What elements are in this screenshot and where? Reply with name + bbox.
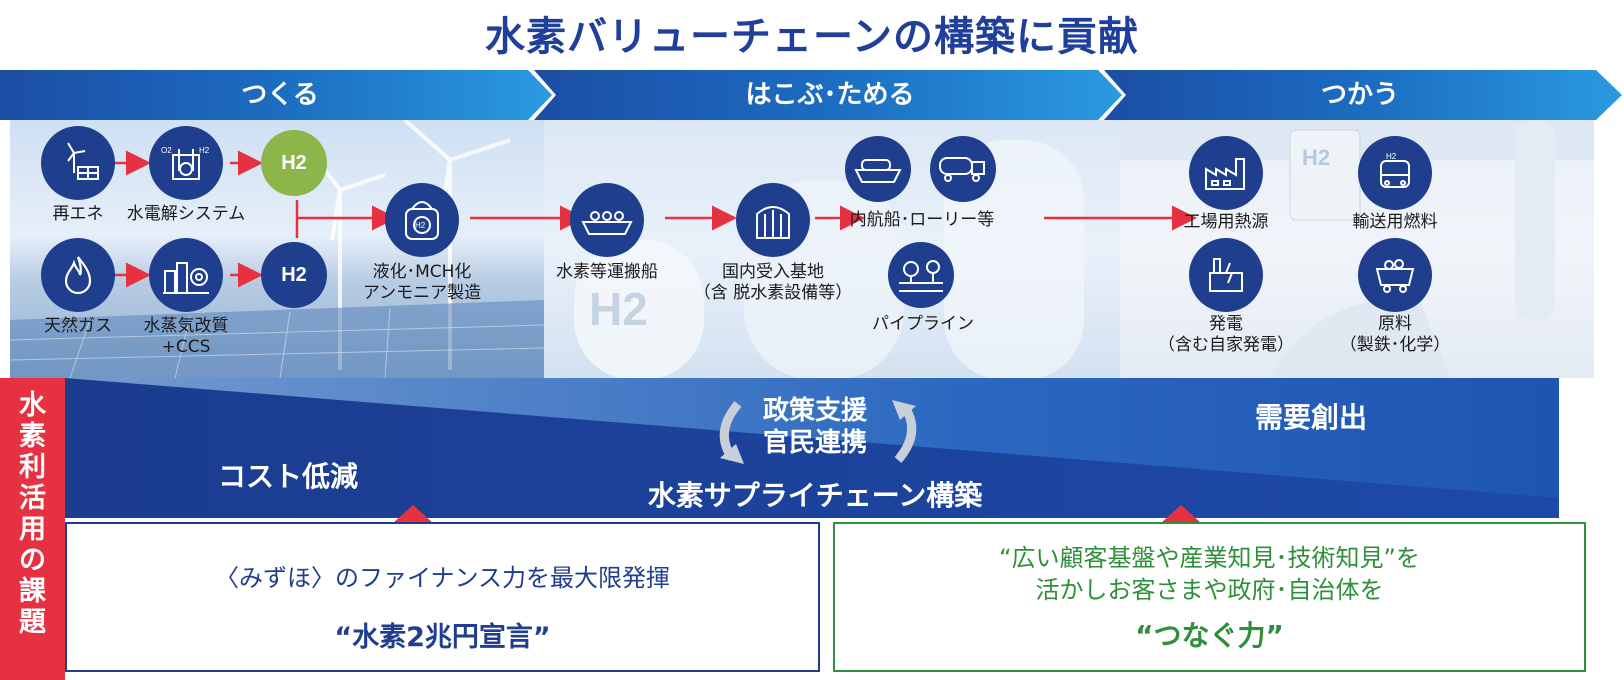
sidebar-char: 水 xyxy=(19,390,46,421)
renewable-label: 再エネ xyxy=(52,204,104,224)
finance-line2: “水素2兆円宣言” xyxy=(334,622,551,653)
supply-chain-text: 水素サプライチェーン構築 xyxy=(647,479,983,512)
sidebar-char: の xyxy=(19,545,46,576)
svg-text:H2: H2 xyxy=(1302,145,1330,170)
photo-storage-tanks: H2 xyxy=(544,120,1120,378)
svg-text:H2: H2 xyxy=(1386,152,1397,161)
ship-icon xyxy=(581,211,633,235)
factory-label: 工場用熱源 xyxy=(1183,212,1269,232)
ship-node xyxy=(570,183,644,257)
tank-icon: H2 xyxy=(405,201,439,240)
domestic-ship-node xyxy=(845,136,911,202)
electrolysis-icon: O2 H2 xyxy=(161,146,210,180)
svg-text:H2: H2 xyxy=(415,221,426,230)
steam-reforming-label: 水蒸気改質 +CCS xyxy=(106,316,266,358)
conversion-node: H2 xyxy=(385,183,459,257)
stage-label-transport: はこぶ･ためる xyxy=(745,80,915,110)
stage-arrow-make xyxy=(0,70,552,120)
electrolysis-label: 水電解システム xyxy=(126,204,246,224)
renewable-node xyxy=(41,126,115,200)
power-line1: 発電 xyxy=(1209,314,1243,334)
svg-text:O2: O2 xyxy=(161,146,172,155)
svg-text:H2: H2 xyxy=(199,146,210,155)
stage-arrow-bar xyxy=(0,70,1622,120)
stage-label-make: つくる xyxy=(241,80,319,110)
sidebar-char: 利 xyxy=(19,452,46,483)
natural-gas-label: 天然ガス xyxy=(44,316,112,336)
power-plant-icon xyxy=(1209,258,1243,292)
flow-connectors xyxy=(112,150,1197,288)
steam-reforming-node xyxy=(149,238,223,312)
connect-line3: “つなぐ力” xyxy=(1135,619,1284,652)
page-title: 水素バリューチェーンの構築に貢献 xyxy=(485,14,1139,60)
stage-arrow-transport xyxy=(534,70,1122,120)
factory-gear-icon xyxy=(163,262,209,294)
domestic-label: 内航船･ローリー等 xyxy=(849,210,995,230)
fuel-label: 輸送用燃料 xyxy=(1352,212,1438,232)
conversion-label: 液化･MCH化 アンモニア製造 xyxy=(340,262,504,304)
conversion-line2: アンモニア製造 xyxy=(362,283,482,303)
steam-reforming-line1: 水蒸気改質 xyxy=(143,316,229,336)
pipeline-icon xyxy=(899,260,943,292)
natural-gas-node xyxy=(41,238,115,312)
station-backdrop: H2 xyxy=(1120,120,1594,378)
mizuho-finance-box: 〈みずほ〉のファイナンス力を最大限発揮 “水素2兆円宣言” xyxy=(65,522,820,672)
power-node xyxy=(1189,238,1263,312)
h2-blue-text: H2 xyxy=(281,263,307,286)
conversion-line1: 液化･MCH化 xyxy=(372,262,472,282)
finance-line1: 〈みずほ〉のファイナンス力を最大限発揮 xyxy=(214,564,671,592)
pointer-right xyxy=(1161,505,1201,523)
pipeline-label: パイプライン xyxy=(872,314,974,334)
terminal-node xyxy=(736,183,810,257)
hydrogen-truck-icon xyxy=(939,157,985,182)
terminal-label: 国内受入基地 （含 脱水素設備等） xyxy=(668,262,878,304)
power-label: 発電 （含む自家発電） xyxy=(1148,314,1304,356)
connecting-power-box: “広い顧客基盤や産業知見･技術知見”を 活かしお客さまや政府･自治体を “つなぐ… xyxy=(833,522,1586,672)
steam-reforming-line2: +CCS xyxy=(161,337,211,357)
policy-line1: 政策支援 xyxy=(762,396,867,426)
cycle-arrows-icon xyxy=(719,400,917,464)
storage-tank-icon xyxy=(756,206,790,239)
ship-label: 水素等運搬船 xyxy=(556,262,658,282)
terminal-line1: 国内受入基地 xyxy=(722,262,824,282)
sidebar-char: 用 xyxy=(19,514,46,545)
factory-icon xyxy=(1205,158,1245,190)
material-line2: （製鉄･化学） xyxy=(1339,335,1451,355)
tanker-ship-icon xyxy=(854,159,902,183)
flame-icon xyxy=(64,256,92,295)
material-label: 原料 （製鉄･化学） xyxy=(1325,314,1465,356)
sidebar-challenges xyxy=(0,378,65,680)
factory-node xyxy=(1189,136,1263,210)
challenge-band xyxy=(65,378,1559,518)
connect-line1: “広い顧客基盤や産業知見･技術知見”を xyxy=(999,544,1420,572)
material-node xyxy=(1358,238,1432,312)
policy-line2: 官民連携 xyxy=(762,428,867,458)
mine-cart-icon xyxy=(1375,259,1415,293)
power-line2: （含む自家発電） xyxy=(1158,335,1294,355)
sidebar-char: 活 xyxy=(19,483,46,514)
material-line1: 原料 xyxy=(1378,314,1412,334)
pipeline-node xyxy=(888,242,954,308)
stage-label-use: つかう xyxy=(1320,80,1399,110)
sidebar-char: 課 xyxy=(19,576,46,607)
stage-arrow-use xyxy=(1104,70,1622,120)
wind-solar-icon xyxy=(67,142,99,180)
sidebar-char: 素 xyxy=(19,421,46,452)
sidebar-title: 水素利活用の課題 xyxy=(0,390,65,638)
svg-text:H2: H2 xyxy=(589,283,648,335)
demand-creation-text: 需要創出 xyxy=(1255,401,1368,434)
electrolysis-node: O2 H2 xyxy=(149,126,223,200)
h2-green-node: H2 xyxy=(261,130,327,196)
cost-reduction-text: コスト低減 xyxy=(218,460,359,493)
bus-node: H2 xyxy=(1358,136,1432,210)
truck-node xyxy=(930,136,996,202)
pointer-left xyxy=(393,505,433,523)
h2-blue-node: H2 xyxy=(261,242,327,308)
policy-support-text: 政策支援 官民連携 xyxy=(740,395,890,459)
terminal-line2: （含 脱水素設備等） xyxy=(693,283,853,303)
sidebar-char: 題 xyxy=(19,607,46,638)
bus-icon: H2 xyxy=(1380,152,1410,188)
connect-line2: 活かしお客さまや政府･自治体を xyxy=(1035,576,1384,604)
h2-green-text: H2 xyxy=(281,151,307,174)
